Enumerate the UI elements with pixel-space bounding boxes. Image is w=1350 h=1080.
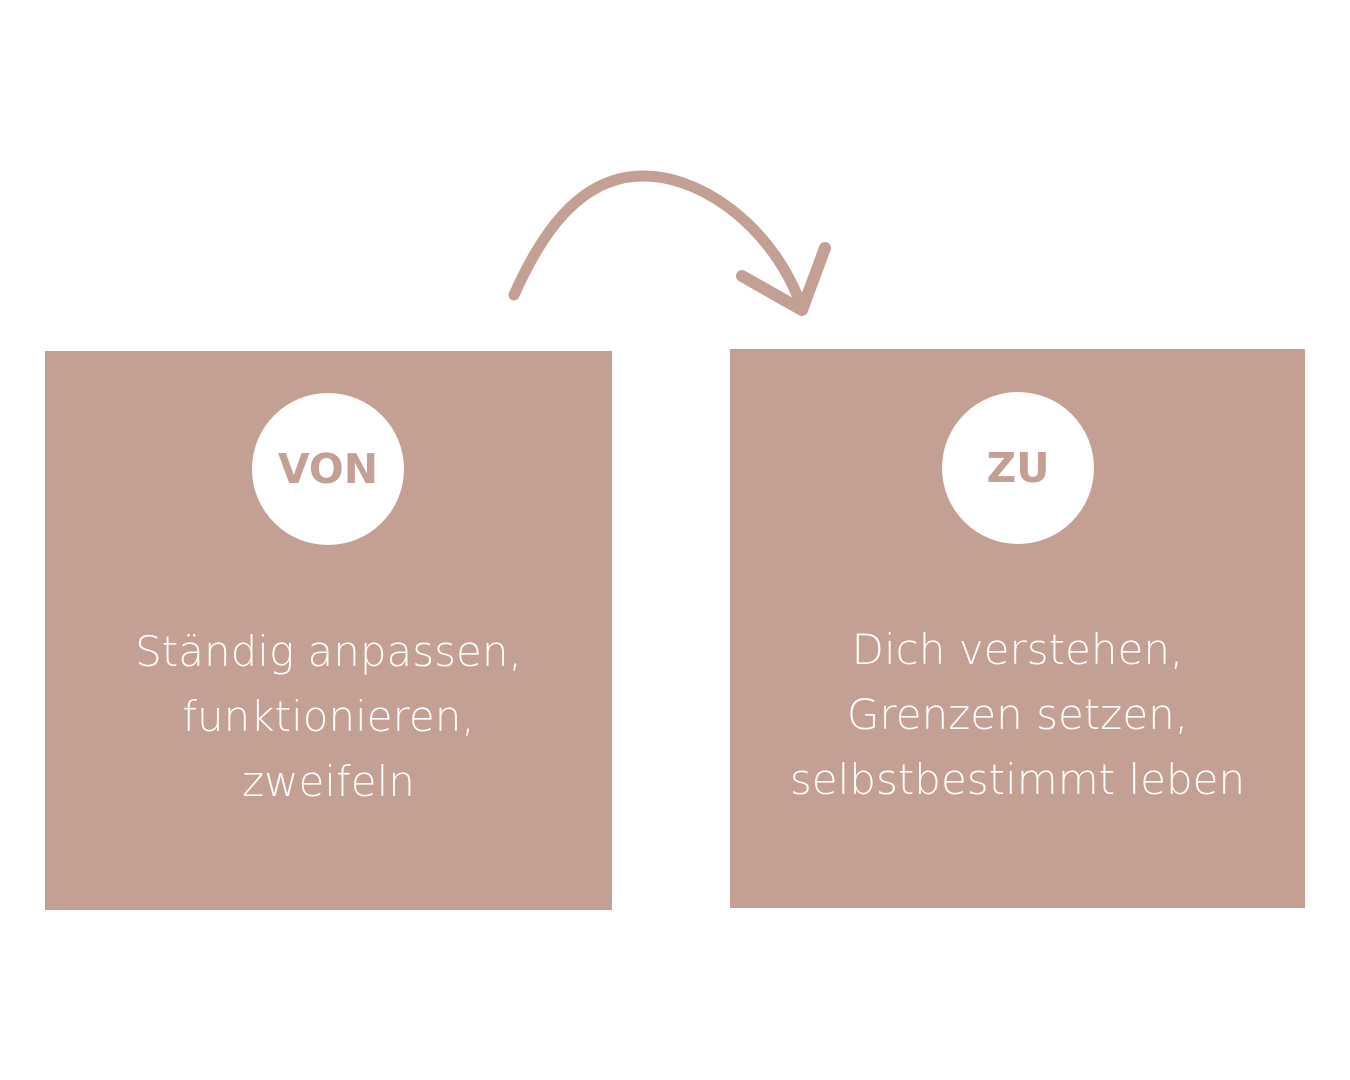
from-badge-label: VON <box>277 445 379 493</box>
to-description: Dich verstehen, Grenzen setzen, selbstbe… <box>730 617 1305 812</box>
from-line-2: funktionieren, <box>182 692 475 741</box>
to-line-1: Dich verstehen, <box>851 625 1184 674</box>
to-box: ZU Dich verstehen, Grenzen setzen, selbs… <box>730 349 1305 908</box>
from-line-1: Ständig anpassen, <box>135 627 522 676</box>
from-box: VON Ständig anpassen, funktionieren, zwe… <box>45 351 612 910</box>
to-badge-label: ZU <box>986 444 1050 492</box>
to-line-3: selbstbestimmt leben <box>789 755 1246 804</box>
from-description: Ständig anpassen, funktionieren, zweifel… <box>45 619 612 814</box>
to-line-2: Grenzen setzen, <box>846 690 1189 739</box>
to-badge: ZU <box>942 392 1094 544</box>
from-badge: VON <box>252 393 404 545</box>
from-line-3: zweifeln <box>242 757 415 806</box>
